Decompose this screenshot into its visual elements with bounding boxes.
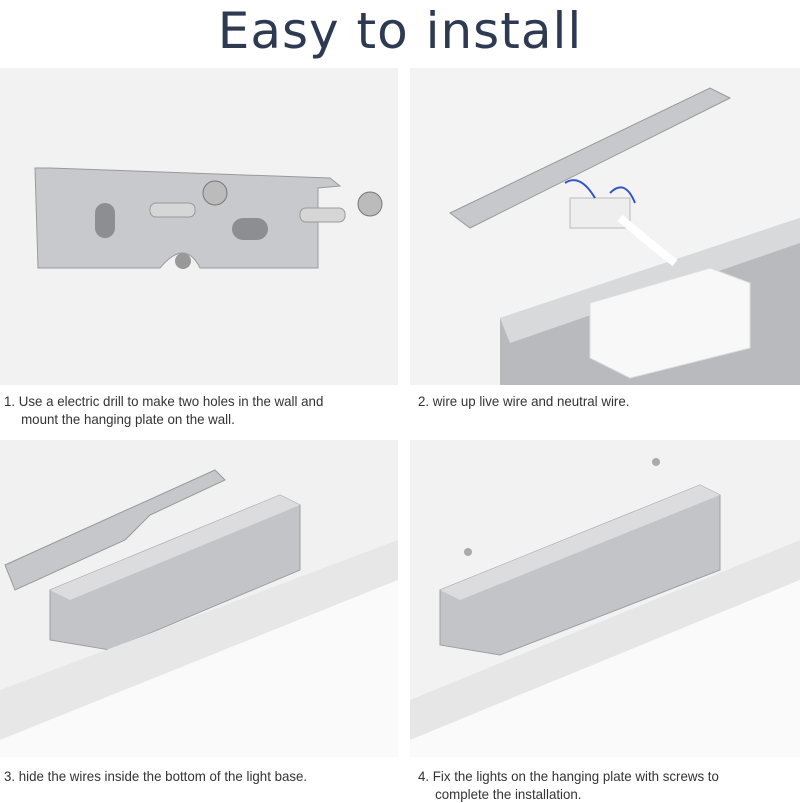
step-1-image: [0, 68, 398, 385]
step-3-text: 3. hide the wires inside the bottom of t…: [4, 768, 308, 784]
page-title: Easy to install: [217, 2, 583, 60]
step-2-image: [410, 68, 800, 385]
step-1-text-line2: mount the hanging plate on the wall.: [21, 411, 235, 427]
step-2-text: 2. wire up live wire and neutral wire.: [418, 393, 630, 409]
step-3-caption: 3. hide the wires inside the bottom of t…: [4, 767, 378, 785]
step-4-image: [410, 440, 800, 757]
step-4-text-line2: complete the installation.: [435, 786, 582, 802]
step-1-text-line1: 1. Use a electric drill to make two hole…: [4, 393, 324, 409]
step-3-image: [0, 440, 398, 757]
step-1-caption: 1. Use a electric drill to make two hole…: [4, 392, 378, 428]
step-4-text-line1: 4. Fix the lights on the hanging plate w…: [418, 768, 719, 784]
step-4-caption: 4. Fix the lights on the hanging plate w…: [418, 767, 779, 803]
step-2-caption: 2. wire up live wire and neutral wire.: [418, 392, 779, 410]
